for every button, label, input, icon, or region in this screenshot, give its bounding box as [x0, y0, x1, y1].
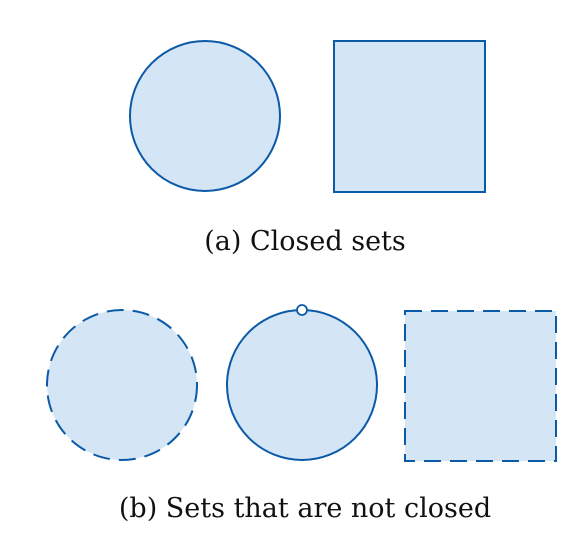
closed-circle [129, 40, 281, 192]
punctured-circle [226, 309, 378, 461]
removed-boundary-point [296, 304, 308, 316]
caption-not-closed-sets: (b) Sets that are not closed [119, 493, 491, 524]
closed-square [333, 40, 486, 193]
caption-closed-sets: (a) Closed sets [204, 226, 406, 257]
open-circle-dashed [46, 309, 198, 461]
open-square-dashed [404, 310, 557, 462]
not-closed-sets-group: (b) Sets that are not closed [46, 304, 557, 524]
closed-sets-group: (a) Closed sets [129, 40, 486, 257]
